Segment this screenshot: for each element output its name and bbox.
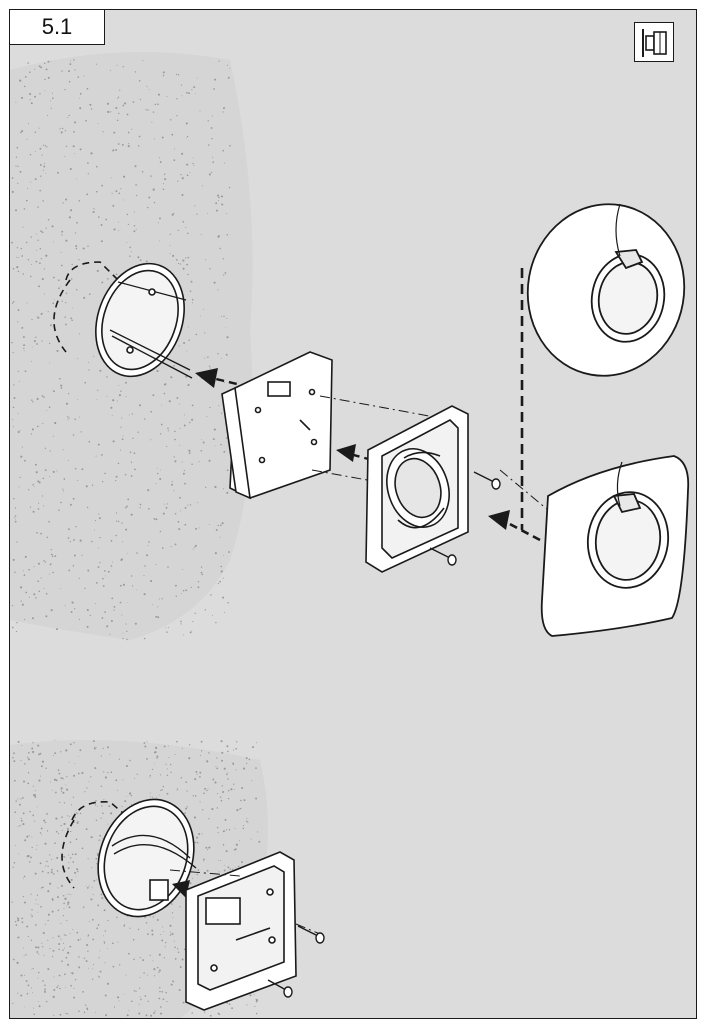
surface-mount-housing xyxy=(185,851,297,1011)
arrow-to-base-plate xyxy=(336,444,373,462)
flush-mount-icon-graphic xyxy=(642,29,667,57)
square-cover xyxy=(540,455,690,637)
alignment-guides-bottom xyxy=(169,869,321,935)
flush-mount-icon xyxy=(634,22,674,62)
screw-bottom-lower xyxy=(267,979,293,998)
flush-mounting-box xyxy=(53,261,193,379)
step-number-label: 5.1 xyxy=(9,9,105,45)
screw-top-right xyxy=(473,471,501,490)
step-number-text: 5.1 xyxy=(41,14,73,39)
frame-with-dial-insert xyxy=(365,405,469,573)
screw-bottom-right xyxy=(297,925,325,944)
arrow-covers-to-frame xyxy=(488,268,541,542)
round-cover xyxy=(526,203,686,377)
arrow-to-flush-box xyxy=(195,368,263,392)
screw-top-bottom xyxy=(429,547,457,566)
flush-mounting-box-bottom xyxy=(61,798,197,918)
mounting-base-plate xyxy=(221,351,333,500)
